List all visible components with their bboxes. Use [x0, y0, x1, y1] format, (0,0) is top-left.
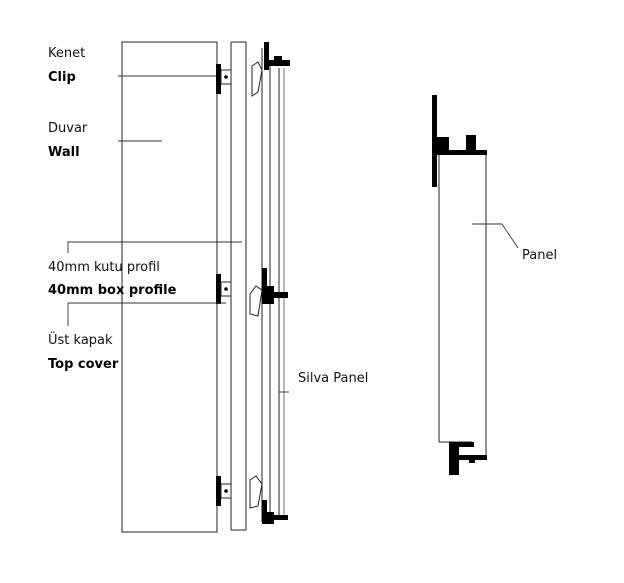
- wall-label-en: Wall: [48, 145, 80, 160]
- clip-label-en: Clip: [48, 70, 76, 85]
- silva-panel-label: Silva Panel: [298, 371, 368, 386]
- top-cover-middle: [249, 268, 288, 317]
- leader-lines: [67, 75, 519, 393]
- wall-label-tr: Duvar: [48, 121, 88, 136]
- top-cover-label-en: Top cover: [48, 357, 119, 372]
- top-cover-label-tr: Üst kapak: [48, 331, 113, 348]
- box-profile: [230, 41, 247, 531]
- box-profile-label-tr: 40mm kutu profil: [48, 260, 160, 275]
- clip-label-tr: Kenet: [48, 46, 85, 61]
- box-profile-label-en: 40mm box profile: [48, 283, 177, 298]
- clip-bottom: [216, 476, 232, 506]
- panel-label: Panel: [522, 248, 557, 263]
- panel-detail: [432, 95, 487, 475]
- top-cover-upper: [251, 42, 290, 97]
- clip-top: [216, 64, 232, 94]
- clip-middle: [216, 274, 232, 304]
- top-cover-lower: [249, 475, 288, 524]
